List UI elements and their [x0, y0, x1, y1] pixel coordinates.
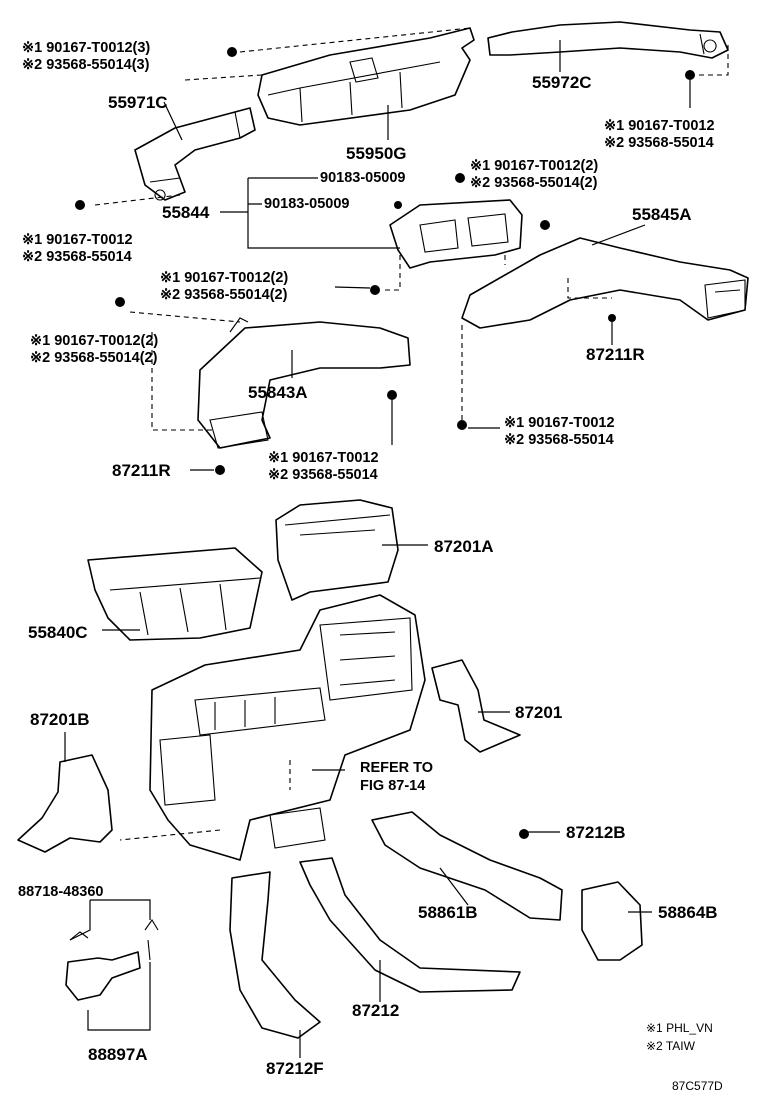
label-55972C: 55972C: [532, 73, 592, 92]
part-87212-duct: [299, 857, 521, 993]
figure-code: 87C577D: [672, 1079, 723, 1093]
label-refer-to: REFER TO: [360, 760, 433, 776]
callout-4-line2: ※2 93568-55014(2): [470, 175, 598, 191]
label-58861B: 58861B: [418, 903, 478, 922]
part-55840C-vent: [87, 547, 263, 641]
dash-55972C: [690, 45, 729, 76]
label-58864B: 58864B: [658, 903, 718, 922]
part-55843A-duct: [197, 317, 411, 449]
label-55950G: 55950G: [346, 144, 407, 163]
callout-7-line1: ※1 90167-T0012: [268, 450, 379, 466]
part-58864B-bracket: [581, 881, 643, 961]
label-87211R-right: 87211R: [586, 345, 645, 364]
label-refer-fig: FIG 87-14: [360, 778, 425, 794]
dash-55950G-top: [184, 27, 471, 81]
part-87201-panel: [431, 659, 521, 753]
part-55844-vent: [389, 199, 523, 269]
label-88897A: 88897A: [88, 1045, 148, 1064]
callout-1-line1: ※1 90167-T0012(3): [22, 40, 150, 56]
label-55840C: 55840C: [28, 623, 88, 642]
part-55950G-duct: [257, 27, 475, 126]
callout-3-line1: ※1 90167-T0012: [22, 232, 133, 248]
dash-55843A: [129, 311, 241, 431]
part-58861B-duct: [371, 811, 563, 921]
label-87201: 87201: [515, 703, 562, 722]
label-88718-48360: 88718-48360: [18, 884, 103, 900]
part-hvac-unit: [149, 594, 426, 861]
dash-55844: [385, 255, 506, 291]
label-55971C: 55971C: [108, 93, 168, 112]
label-87201A: 87201A: [434, 537, 494, 556]
label-87212F: 87212F: [266, 1059, 324, 1078]
callout-3-line2: ※2 93568-55014: [22, 249, 132, 265]
callout-1-line2: ※2 93568-55014(3): [22, 57, 150, 73]
part-88897A-hose: [65, 918, 159, 1001]
label-55845A: 55845A: [632, 205, 692, 224]
label-87201B: 87201B: [30, 710, 90, 729]
part-55971C-duct: [134, 107, 256, 201]
callout-7-line2: ※2 93568-55014: [268, 467, 378, 483]
callout-2-line2: ※2 93568-55014: [604, 135, 714, 151]
label-55843A: 55843A: [248, 383, 308, 402]
label-55844: 55844: [162, 203, 210, 222]
callout-4-line1: ※1 90167-T0012(2): [470, 158, 598, 174]
callout-5-line2: ※2 93568-55014(2): [160, 287, 288, 303]
legend-item-2: ※2 TAIW: [646, 1039, 696, 1053]
label-90183-05009-a: 90183-05009: [320, 170, 405, 186]
part-55845A-duct: [461, 237, 749, 329]
callout-8-line2: ※2 93568-55014: [504, 432, 614, 448]
part-87201A-cover: [275, 499, 399, 601]
label-87212B: 87212B: [566, 823, 626, 842]
dash-hvac: [119, 760, 291, 841]
callout-2-line1: ※1 90167-T0012: [604, 118, 715, 134]
callout-6-line1: ※1 90167-T0012(2): [30, 333, 158, 349]
part-87212F-duct: [229, 871, 321, 1039]
legend-item-1: ※1 PHL_VN: [646, 1021, 713, 1035]
callout-8-line1: ※1 90167-T0012: [504, 415, 615, 431]
dash-55845A: [461, 278, 612, 420]
leader-lines: [64, 40, 691, 1058]
part-87201B-panel: [17, 754, 113, 853]
fasteners: [75, 47, 695, 839]
callout-5-line1: ※1 90167-T0012(2): [160, 270, 288, 286]
part-55972C-duct: [487, 21, 729, 59]
label-87212: 87212: [352, 1001, 399, 1020]
label-87211R-left: 87211R: [112, 461, 171, 480]
label-90183-05009-b: 90183-05009: [264, 196, 349, 212]
callout-6-line2: ※2 93568-55014(2): [30, 350, 158, 366]
